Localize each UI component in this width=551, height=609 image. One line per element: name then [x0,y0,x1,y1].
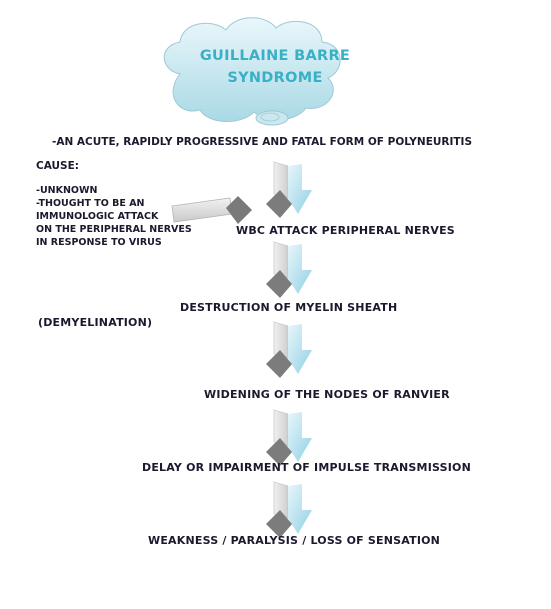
cause-line: ON THE PERIPHERAL NERVES [36,224,192,235]
cause-line: IN RESPONSE TO VIRUS [36,237,162,248]
step-myelin-destruction: DESTRUCTION OF MYELIN SHEATH [180,301,398,314]
step-wbc-attack: WBC ATTACK PERIPHERAL NERVES [236,224,455,237]
down-arrow-icon [266,321,312,378]
down-arrow-icon [266,161,312,218]
step-nodes-widening: WIDENING OF THE NODES OF RANVIER [204,388,450,401]
step-weakness-paralysis: WEAKNESS / PARALYSIS / LOSS OF SENSATION [148,534,441,547]
cause-line: -THOUGHT TO BE AN [36,198,145,209]
diagram-title-line2: SYNDROME [227,70,323,86]
title-cloud-shape [163,17,341,126]
down-arrow-icon [266,409,312,466]
step-demyelination: (DEMYELINATION) [38,316,153,329]
cause-line: -UNKNOWN [36,185,98,196]
cause-arrow-icon [171,196,252,224]
cause-line: IMMUNOLOGIC ATTACK [36,211,159,222]
down-arrow-icon [266,241,312,298]
definition-text: -AN ACUTE, RAPIDLY PROGRESSIVE AND FATAL… [52,136,473,148]
cause-heading: CAUSE: [36,160,79,172]
step-impulse-delay: DELAY OR IMPAIRMENT OF IMPULSE TRANSMISS… [142,461,471,474]
diagram-title-line1: GUILLAINE BARRE [199,48,351,64]
down-arrow-icon [266,481,312,538]
